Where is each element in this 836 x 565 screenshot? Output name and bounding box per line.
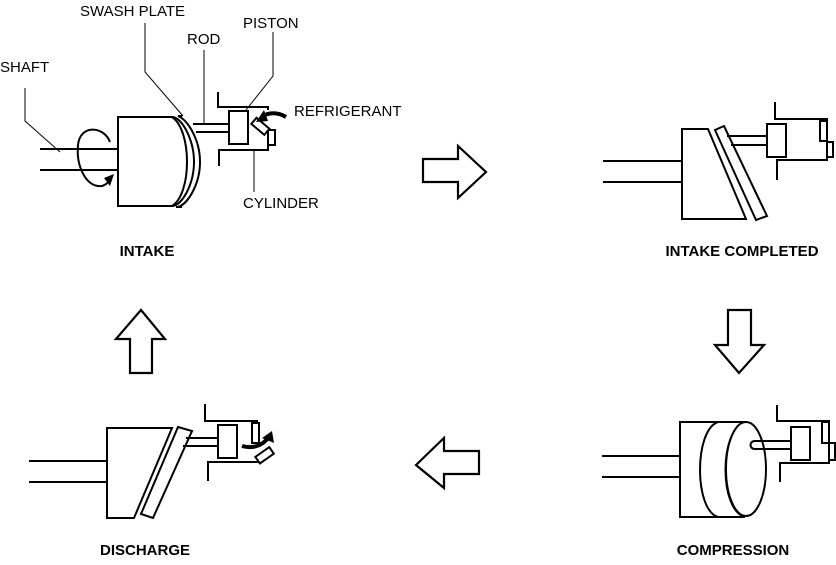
refrigerant-flow-arrow-icon [256, 110, 288, 122]
panel-discharge: DISCHARGE [29, 404, 276, 559]
shaft [40, 148, 118, 171]
panel-intake-completed: INTAKE COMPLETED [603, 102, 834, 260]
cylinder [776, 405, 836, 482]
rod [749, 440, 792, 450]
leader-lines [24, 23, 274, 192]
rod [727, 135, 768, 146]
stage-label-intake: INTAKE [120, 243, 175, 260]
swash-plate [681, 124, 769, 222]
flow-arrow-up-icon [113, 308, 168, 375]
flow-arrow-right-icon [421, 143, 488, 201]
flow-arrow-left-icon [414, 435, 481, 491]
flow-arrow-down-icon [712, 308, 767, 375]
piston [790, 426, 811, 461]
shaft [29, 460, 107, 483]
label-shaft: SHAFT [0, 59, 49, 76]
label-swash-plate: SWASH PLATE [80, 3, 185, 20]
stage-label-discharge: DISCHARGE [100, 542, 190, 559]
label-piston: PISTON [243, 15, 299, 32]
swash-plate [679, 421, 767, 518]
label-refrigerant: REFRIGERANT [294, 103, 402, 120]
rod [193, 123, 230, 133]
stage-label-intake-completed: INTAKE COMPLETED [665, 243, 818, 260]
discharge-flow-arrow-icon [241, 431, 274, 450]
cylinder [774, 102, 834, 180]
cylinder [217, 92, 276, 166]
shaft [603, 160, 682, 183]
piston [766, 123, 787, 158]
cylinder [204, 404, 276, 481]
shaft [602, 455, 680, 478]
panel-compression: COMPRESSION [602, 405, 836, 559]
swash-plate [117, 115, 202, 208]
stage-label-compression: COMPRESSION [677, 542, 790, 559]
label-rod: ROD [187, 31, 221, 48]
swash-plate [106, 425, 194, 520]
piston [228, 110, 249, 145]
piston [217, 424, 238, 459]
label-cylinder: CYLINDER [243, 195, 319, 212]
rotation-arrow-icon [76, 128, 114, 188]
panel-intake: SHAFT SWASH PLATE ROD PISTON REFRIGERANT… [0, 3, 402, 260]
rod [183, 437, 219, 447]
